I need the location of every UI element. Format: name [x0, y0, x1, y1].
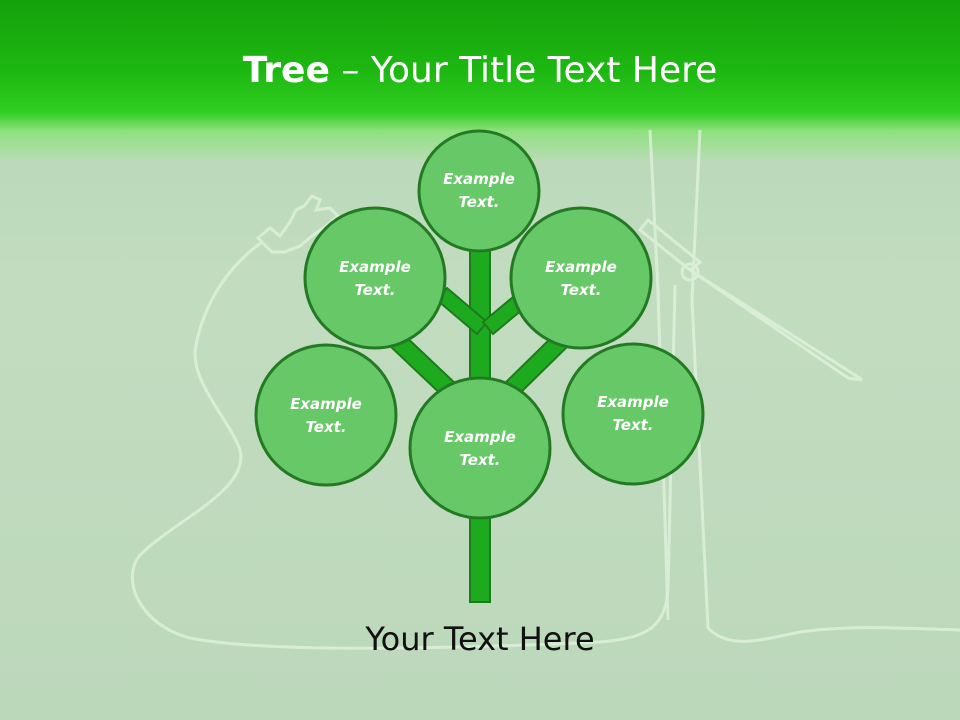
node-lower-right — [561, 342, 705, 486]
node-lower-left — [254, 343, 398, 487]
node-lower-right-line2: Text. — [612, 416, 654, 434]
node-lower-left-label: Example Text. — [266, 393, 386, 439]
node-upper-left-label: Example Text. — [315, 256, 435, 302]
caption-text: Your Text Here — [365, 620, 595, 658]
node-upper-left-line2: Text. — [354, 281, 396, 299]
node-lower-left-line1: Example — [290, 395, 362, 413]
node-center — [408, 376, 552, 520]
node-upper-left — [303, 206, 447, 350]
node-lower-left-line2: Text. — [305, 418, 347, 436]
node-center-label: Example Text. — [420, 426, 540, 472]
turbine-hub — [680, 262, 700, 282]
node-top-line1: Example — [443, 170, 515, 188]
node-upper-left-line1: Example — [339, 258, 411, 276]
power-cord — [130, 240, 677, 650]
title-bold: Tree — [242, 50, 330, 91]
node-upper-right — [509, 206, 653, 350]
node-center-line2: Text. — [459, 451, 501, 469]
tree-nodes — [254, 129, 705, 520]
page-title: Tree – Your Title Text Here — [0, 50, 960, 91]
node-upper-right-label: Example Text. — [521, 256, 641, 302]
node-lower-right-line1: Example — [597, 393, 669, 411]
turbine-tower — [648, 129, 960, 643]
node-top — [417, 129, 541, 253]
turbine-blade-left — [637, 217, 703, 272]
node-lower-right-label: Example Text. — [573, 391, 693, 437]
node-upper-right-line1: Example — [545, 258, 617, 276]
node-upper-right-line2: Text. — [560, 281, 602, 299]
plug — [255, 194, 341, 254]
node-top-label: Example Text. — [419, 168, 539, 214]
turbine-blade-right — [689, 268, 863, 382]
node-center-line1: Example — [444, 428, 516, 446]
node-top-line2: Text. — [458, 193, 500, 211]
cord-and-turbine-decoration — [130, 129, 960, 650]
title-rest: – Your Title Text Here — [329, 50, 718, 91]
